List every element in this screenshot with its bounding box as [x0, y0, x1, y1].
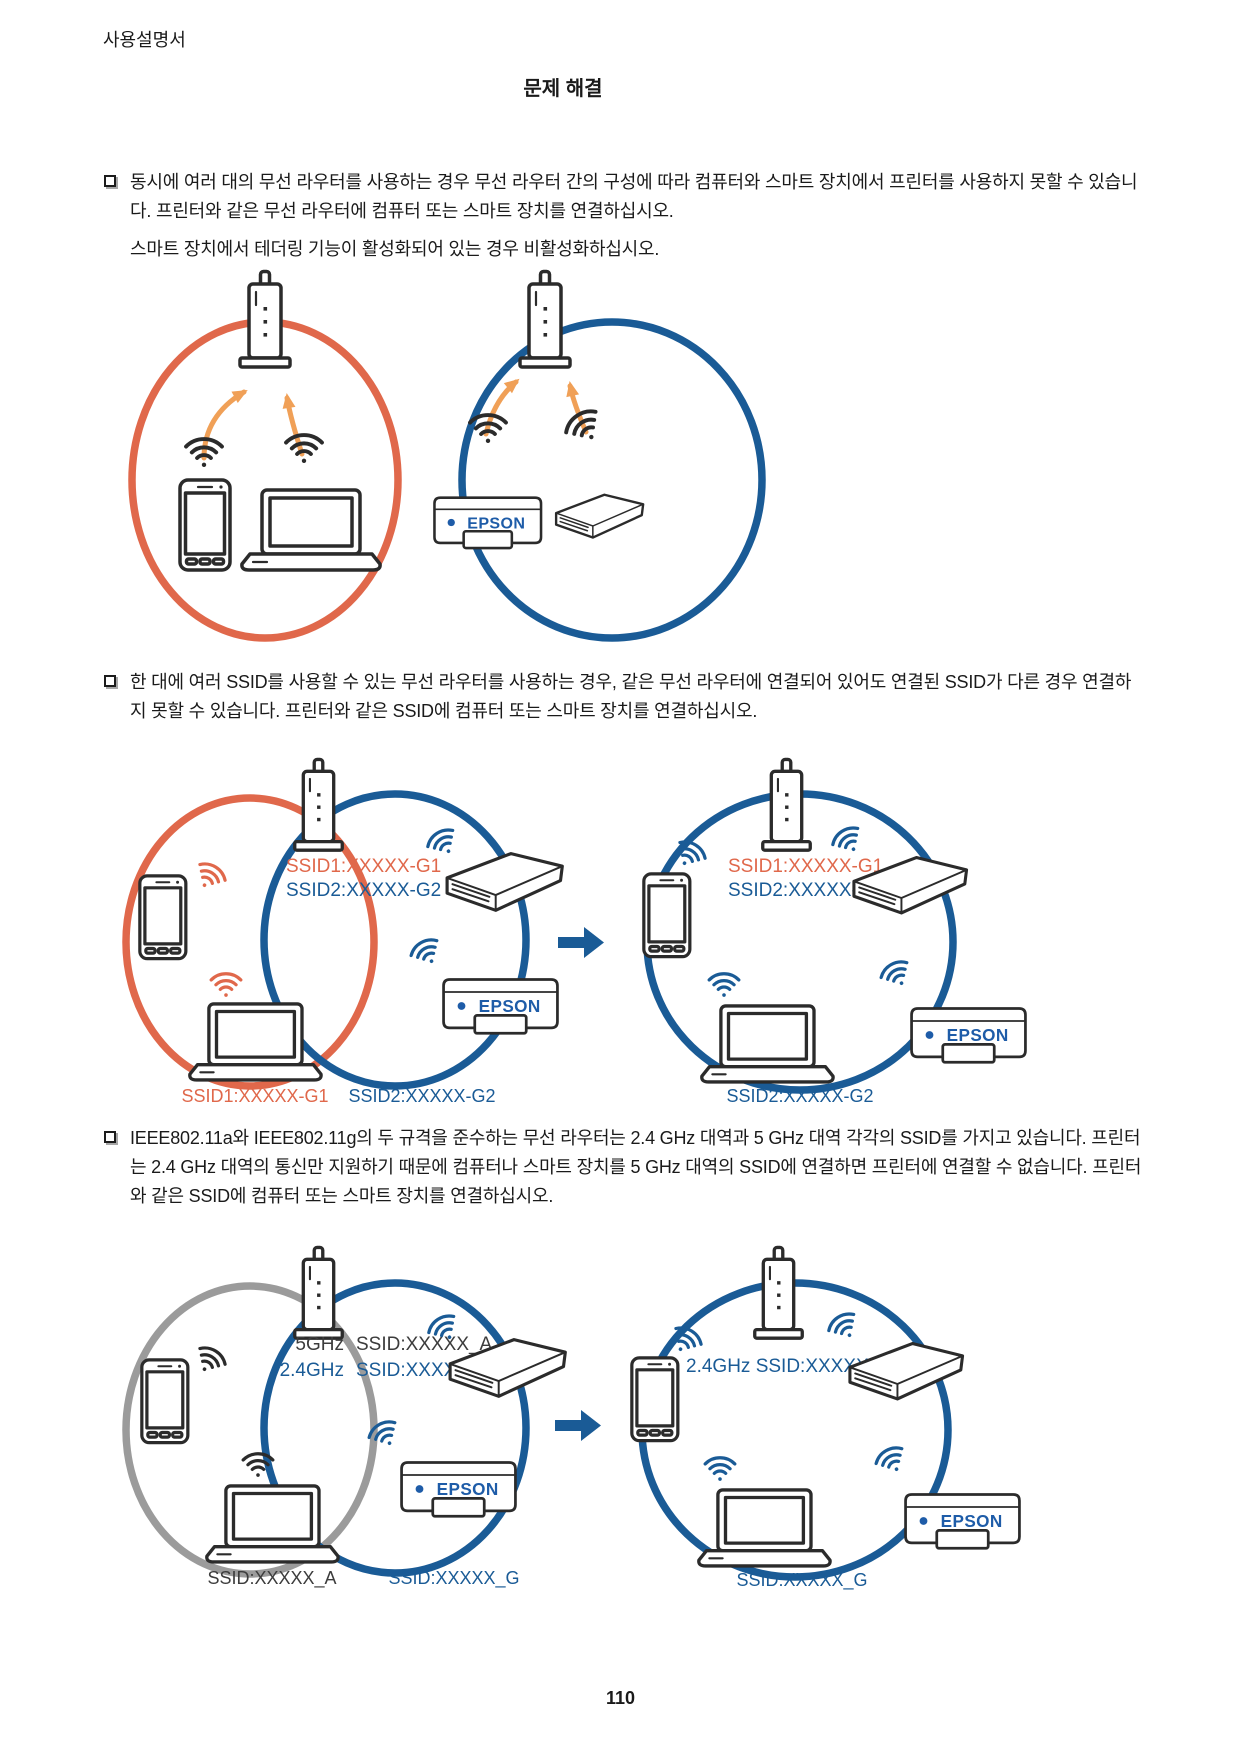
printer-icon — [904, 1493, 1021, 1550]
smartphone-icon — [178, 478, 232, 572]
wifi-icon — [189, 1341, 230, 1381]
router-icon — [293, 1245, 344, 1340]
arrowhead-icon — [280, 392, 296, 409]
device-ssid-label: SSID2:XXXXX-G2 — [726, 1086, 873, 1106]
printer-icon — [400, 1461, 517, 1518]
smartphone-icon — [138, 874, 188, 961]
router-icon — [761, 757, 812, 852]
device-ssid-label: SSID:XXXXX_G — [388, 1568, 519, 1589]
router-icon — [518, 269, 572, 369]
laptop-icon — [240, 488, 382, 572]
ssid-a-label: SSID:XXXXX_A — [356, 1334, 493, 1355]
bullet-text: IEEE802.11a와 IEEE802.11g의 두 규격을 준수하는 무선 … — [130, 1128, 1142, 1206]
network-circle-blue — [458, 318, 766, 642]
ssid1-circle-orange — [122, 794, 378, 1090]
router-icon — [293, 757, 344, 852]
band-5ghz-label: 5GHz — [295, 1334, 344, 1355]
bullet-item-ssid: 한 대에 여러 SSID를 사용할 수 있는 무선 라우터를 사용하는 경우, … — [103, 668, 1143, 726]
bullet-item-routers: 동시에 여러 대의 무선 라우터를 사용하는 경우 무선 라우터 간의 구성에 … — [103, 168, 1143, 264]
access-point-icon — [554, 493, 645, 539]
router-ssid2-label: SSID2:XXXXX-G2 — [728, 880, 883, 901]
wifi-icon — [823, 1307, 865, 1347]
band-24ghz-label: 2.4GHz — [280, 1360, 344, 1381]
wifi-icon — [189, 857, 230, 897]
ssid2-circle-blue — [260, 790, 530, 1090]
arrowhead-icon — [563, 379, 580, 398]
page-number: 110 — [605, 1688, 636, 1708]
router-ssid2-label: SSID2:XXXXX-G2 — [286, 880, 441, 901]
device-ssid-label: SSID1:XXXXX-G1 — [181, 1086, 328, 1106]
smartphone-icon — [140, 1358, 190, 1445]
bullet-marker — [104, 675, 116, 687]
access-point-icon — [445, 852, 564, 912]
wifi-icon — [707, 972, 741, 999]
router-ssid1-label: SSID1:XXXXX-G1 — [286, 856, 441, 877]
bullet-text: 동시에 여러 대의 무선 라우터를 사용하는 경우 무선 라우터 간의 구성에 … — [130, 172, 1138, 221]
printer-icon — [910, 1007, 1027, 1064]
smartphone-icon — [642, 872, 692, 959]
laptop-icon — [700, 1004, 835, 1084]
network-circle-orange — [128, 318, 402, 642]
bullet-item-dual-band: IEEE802.11a와 IEEE802.11g의 두 규격을 준수하는 무선 … — [103, 1124, 1143, 1211]
band24-circle-blue — [260, 1279, 530, 1577]
bullet-marker — [104, 1131, 116, 1143]
laptop-icon — [697, 1488, 832, 1568]
wifi-icon — [871, 1441, 912, 1480]
bullet-marker — [104, 175, 116, 187]
router-icon — [238, 269, 292, 369]
transition-arrow-icon — [555, 1410, 601, 1441]
router-ssid1-label: SSID1:XXXXX-G1 — [728, 856, 883, 877]
diagram-multiple-routers — [128, 269, 766, 642]
laptop-icon — [188, 1002, 323, 1082]
laptop-icon — [205, 1484, 340, 1564]
diagram-dual-band: 5GHz SSID:XXXXX_A 2.4GHz SSID:XXXXX_G SS… — [122, 1245, 1021, 1591]
device-ssid-label: SSID:XXXXX_A — [207, 1568, 336, 1589]
wifi-icon — [406, 933, 447, 972]
wifi-icon — [876, 955, 917, 994]
router-icon — [753, 1245, 804, 1340]
chapter-title: 문제 해결 — [523, 78, 603, 100]
transition-arrow-icon — [558, 927, 604, 958]
wifi-icon — [209, 972, 243, 999]
document-title: 사용설명서 — [103, 30, 186, 50]
bullet-note: 스마트 장치에서 테더링 기능이 활성화되어 있는 경우 비활성화하십시오. — [130, 239, 660, 259]
router-band-label: 2.4GHz SSID:XXXXX_G — [686, 1356, 894, 1377]
wifi-icon — [827, 821, 869, 861]
wifi-icon — [703, 1456, 737, 1483]
printer-icon — [433, 496, 543, 550]
wifi-icon — [284, 433, 324, 465]
smartphone-icon — [630, 1356, 680, 1443]
device-ssid-label: SSID:XXXXX_G — [736, 1570, 867, 1591]
diagram-multi-ssid: SSID1:XXXXX-G1 SSID2:XXXXX-G2 SSID1:XXXX… — [122, 757, 1027, 1106]
printer-icon — [442, 978, 559, 1035]
bullet-text: 한 대에 여러 SSID를 사용할 수 있는 무선 라우터를 사용하는 경우, … — [130, 672, 1132, 721]
device-ssid-label: SSID2:XXXXX-G2 — [348, 1086, 495, 1106]
